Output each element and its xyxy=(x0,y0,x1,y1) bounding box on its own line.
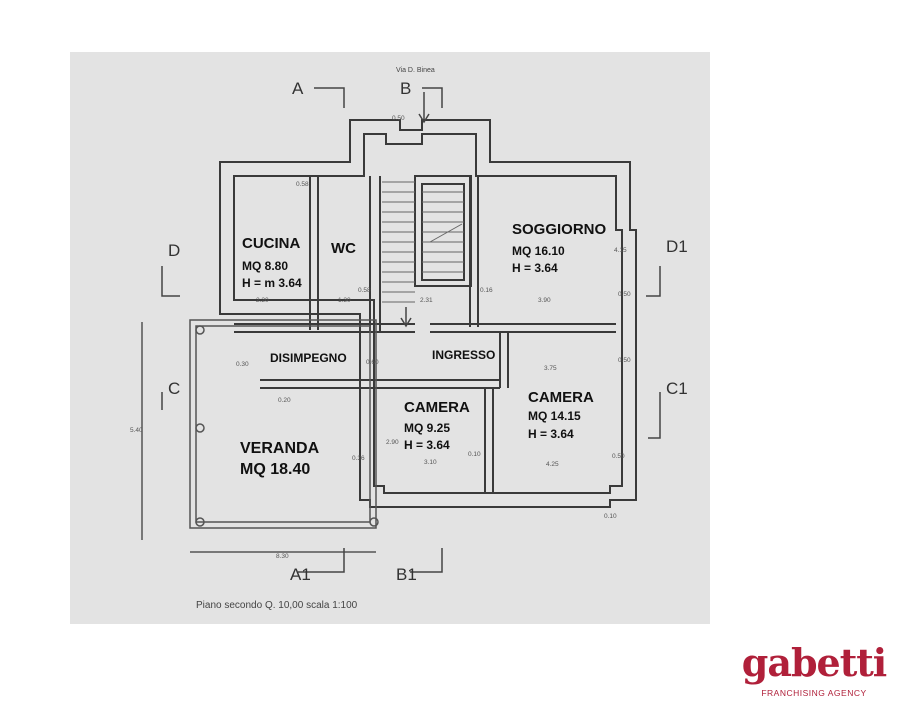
logo-wordmark: gabetti xyxy=(741,640,887,685)
dimension-label: 1.30 xyxy=(338,297,351,304)
room-area-veranda: MQ 18.40 xyxy=(240,461,310,478)
room-name-camera-1: CAMERA xyxy=(404,399,470,416)
dimension-label: 0.10 xyxy=(604,513,617,520)
section-marker-b: B xyxy=(400,79,411,98)
room-area-cucina: MQ 8.80 xyxy=(242,259,288,273)
dimension-label: 2.31 xyxy=(420,297,433,304)
dimension-label: 3.90 xyxy=(538,297,551,304)
section-marker-b1: B1 xyxy=(396,565,417,584)
room-name-camera-2: CAMERA xyxy=(528,389,594,406)
room-height-soggiorno: H = 3.64 xyxy=(512,261,558,275)
logo-tagline: FRANCHISING AGENCY xyxy=(761,688,867,698)
dimension-label: 0.60 xyxy=(366,359,379,366)
room-area-soggiorno: MQ 16.10 xyxy=(512,244,565,258)
room-name-cucina: CUCINA xyxy=(242,235,300,252)
room-name-veranda: VERANDA xyxy=(240,440,320,457)
section-marker-c: C xyxy=(168,379,180,398)
dimension-label: 0.50 xyxy=(612,453,625,460)
room-name-ingresso: INGRESSO xyxy=(432,348,495,362)
section-marker-c1: C1 xyxy=(666,379,688,398)
stair-treads xyxy=(382,181,464,303)
dimension-label: 0.36 xyxy=(352,455,365,462)
room-area-camera-2: MQ 14.15 xyxy=(528,409,581,423)
section-marker-a1: A1 xyxy=(290,565,311,584)
walls xyxy=(219,119,637,508)
dimension-label: 5.40 xyxy=(130,427,143,434)
section-marker-d: D xyxy=(168,241,180,260)
dimension-label: 0.50 xyxy=(392,115,405,122)
room-name-disimpegno: DISIMPEGNO xyxy=(270,351,347,365)
dimension-label: 3.75 xyxy=(544,365,557,372)
dimension-label: 8.30 xyxy=(276,553,289,560)
floor-plan-drawing: Via D. Binea A B C D A1 B1 C1 D1 CUCINA … xyxy=(130,67,688,611)
dimension-label: 0.58 xyxy=(296,181,309,188)
dimension-label: 0.10 xyxy=(468,451,481,458)
gabetti-logo: gabetti FRANCHISING AGENCY xyxy=(736,640,892,704)
section-lines xyxy=(161,87,661,573)
dimension-label: 2.20 xyxy=(256,297,269,304)
dimension-label: 0.20 xyxy=(278,397,291,404)
dimension-label: 0.50 xyxy=(618,357,631,364)
room-area-camera-1: MQ 9.25 xyxy=(404,421,450,435)
street-label: Via D. Binea xyxy=(396,67,435,74)
dimension-label: 0.50 xyxy=(618,291,631,298)
veranda-outline xyxy=(141,319,379,553)
dimension-label: 0.30 xyxy=(236,361,249,368)
dimension-label: 4.25 xyxy=(546,461,559,468)
dimension-label: 4.15 xyxy=(614,247,627,254)
room-height-camera-2: H = 3.64 xyxy=(528,427,574,441)
room-name-soggiorno: SOGGIORNO xyxy=(512,221,607,238)
room-height-cucina: H = m 3.64 xyxy=(242,276,302,290)
section-marker-a: A xyxy=(292,79,304,98)
dimension-label: 2.90 xyxy=(386,439,399,446)
section-marker-d1: D1 xyxy=(666,237,688,256)
room-height-camera-1: H = 3.64 xyxy=(404,438,450,452)
plan-caption: Piano secondo Q. 10,00 scala 1:100 xyxy=(196,600,358,611)
dimension-label: 0.58 xyxy=(358,287,371,294)
dimension-label: 0.16 xyxy=(480,287,493,294)
floor-plan-sheet: Via D. Binea A B C D A1 B1 C1 D1 CUCINA … xyxy=(70,52,710,624)
room-name-wc: WC xyxy=(331,240,356,257)
dimension-label: 3.10 xyxy=(424,459,437,466)
